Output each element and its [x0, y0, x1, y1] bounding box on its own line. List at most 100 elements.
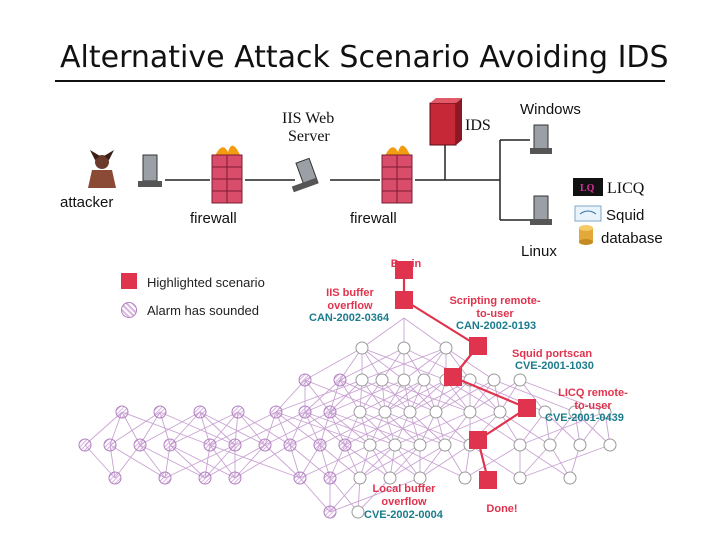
graph-node [388, 438, 402, 452]
graph-edge [139, 411, 201, 446]
graph-edge [419, 444, 471, 479]
graph-edge [299, 477, 331, 513]
alarm-node [283, 438, 297, 452]
graph-edge [329, 444, 396, 479]
highlighted-edge [403, 299, 479, 347]
graph-edge [519, 411, 606, 446]
graph-edge [359, 379, 425, 413]
highlighted-node [395, 261, 413, 279]
graph-edge [493, 379, 576, 413]
graph-edge [419, 411, 501, 446]
graph-node [353, 405, 367, 419]
graph-edge [381, 379, 411, 413]
label-iis-line2: Server [288, 128, 330, 145]
graph-edge [169, 444, 236, 479]
graph-edge [234, 444, 291, 479]
graph-edge [394, 444, 421, 479]
label-licq-r2u-1: LICQ remote- [558, 387, 628, 399]
alarm-node [198, 471, 212, 485]
firewall-icon-2 [381, 145, 413, 204]
legend-alarm-swatch [121, 302, 137, 318]
alarm-node [298, 405, 312, 419]
label-iis-line1: IIS Web [282, 110, 335, 127]
graph-edge [389, 444, 421, 479]
alarm-node [108, 471, 122, 485]
graph-edge [304, 347, 363, 381]
label-begin: Begin [390, 258, 422, 270]
highlighted-node [479, 471, 497, 489]
graph-edge [329, 477, 361, 513]
alarm-node [228, 471, 242, 485]
graph-edge [199, 411, 236, 446]
legend-highlight-label: Highlighted scenario [147, 275, 265, 290]
graph-edge [519, 444, 571, 479]
label-attacker: attacker [60, 194, 114, 211]
graph-edge [139, 444, 166, 479]
graph-node [417, 373, 431, 387]
graph-edge [435, 411, 471, 446]
label-licq-cve: CVE-2001-0439 [545, 412, 624, 424]
highlighted-node [395, 291, 413, 309]
alarm-node [231, 405, 245, 419]
label-scripting-1: Scripting remote- [449, 295, 541, 307]
graph-edge [329, 477, 421, 513]
graph-node [403, 405, 417, 419]
graph-edge [519, 379, 546, 413]
graph-edge [361, 317, 405, 349]
graph-edge [209, 411, 239, 446]
graph-edge [384, 379, 447, 413]
graph-edge [423, 379, 471, 413]
graph-edge [109, 411, 161, 446]
alarm-node [323, 505, 337, 519]
graph-edge [164, 444, 236, 479]
graph-edge [329, 411, 371, 446]
graph-node [603, 438, 617, 452]
graph-edge [444, 411, 471, 446]
legend-alarm-label: Alarm has sounded [147, 303, 260, 318]
highlighted-node [444, 368, 462, 386]
alarm-node [78, 438, 92, 452]
attacker-icon [88, 150, 116, 188]
graph-node [598, 405, 612, 419]
graph-edge [519, 379, 606, 413]
graph-edge [275, 379, 306, 413]
graph-edge [304, 379, 341, 413]
graph-edge [339, 379, 411, 413]
alarm-node [269, 405, 283, 419]
graph-node [573, 438, 587, 452]
firewall-icon-1 [211, 145, 243, 204]
highlighted-node [469, 337, 487, 355]
label-ids: IDS [465, 117, 491, 134]
graph-node [413, 438, 427, 452]
ids-icon [429, 98, 462, 146]
graph-edge [359, 444, 396, 479]
graph-edge [419, 444, 446, 479]
graph-edge [289, 411, 361, 446]
graph-edge [209, 411, 277, 446]
graph-edge [139, 444, 206, 479]
label-iis-cve: CAN-2002-0364 [309, 312, 390, 324]
graph-edge [435, 379, 471, 413]
alarm-node [323, 471, 337, 485]
server-icon-linux [530, 195, 552, 225]
graph-edge [329, 411, 421, 446]
graph-edge [369, 411, 437, 446]
graph-node [397, 373, 411, 387]
highlighted-node [518, 399, 536, 417]
graph-edge [84, 411, 123, 446]
graph-node [363, 438, 377, 452]
graph-edge [275, 411, 371, 446]
graph-edge [121, 411, 211, 446]
graph-edge [499, 411, 551, 446]
title-rule [55, 80, 665, 82]
label-windows: Windows [520, 101, 581, 118]
alarm-node [228, 438, 242, 452]
graph-node [351, 505, 365, 519]
label-linux: Linux [521, 243, 557, 260]
graph-edge [519, 444, 611, 479]
graph-edge [361, 347, 447, 381]
graph-node [463, 405, 477, 419]
alarm-node [293, 471, 307, 485]
label-local-buffer-1: Local buffer [372, 483, 436, 495]
